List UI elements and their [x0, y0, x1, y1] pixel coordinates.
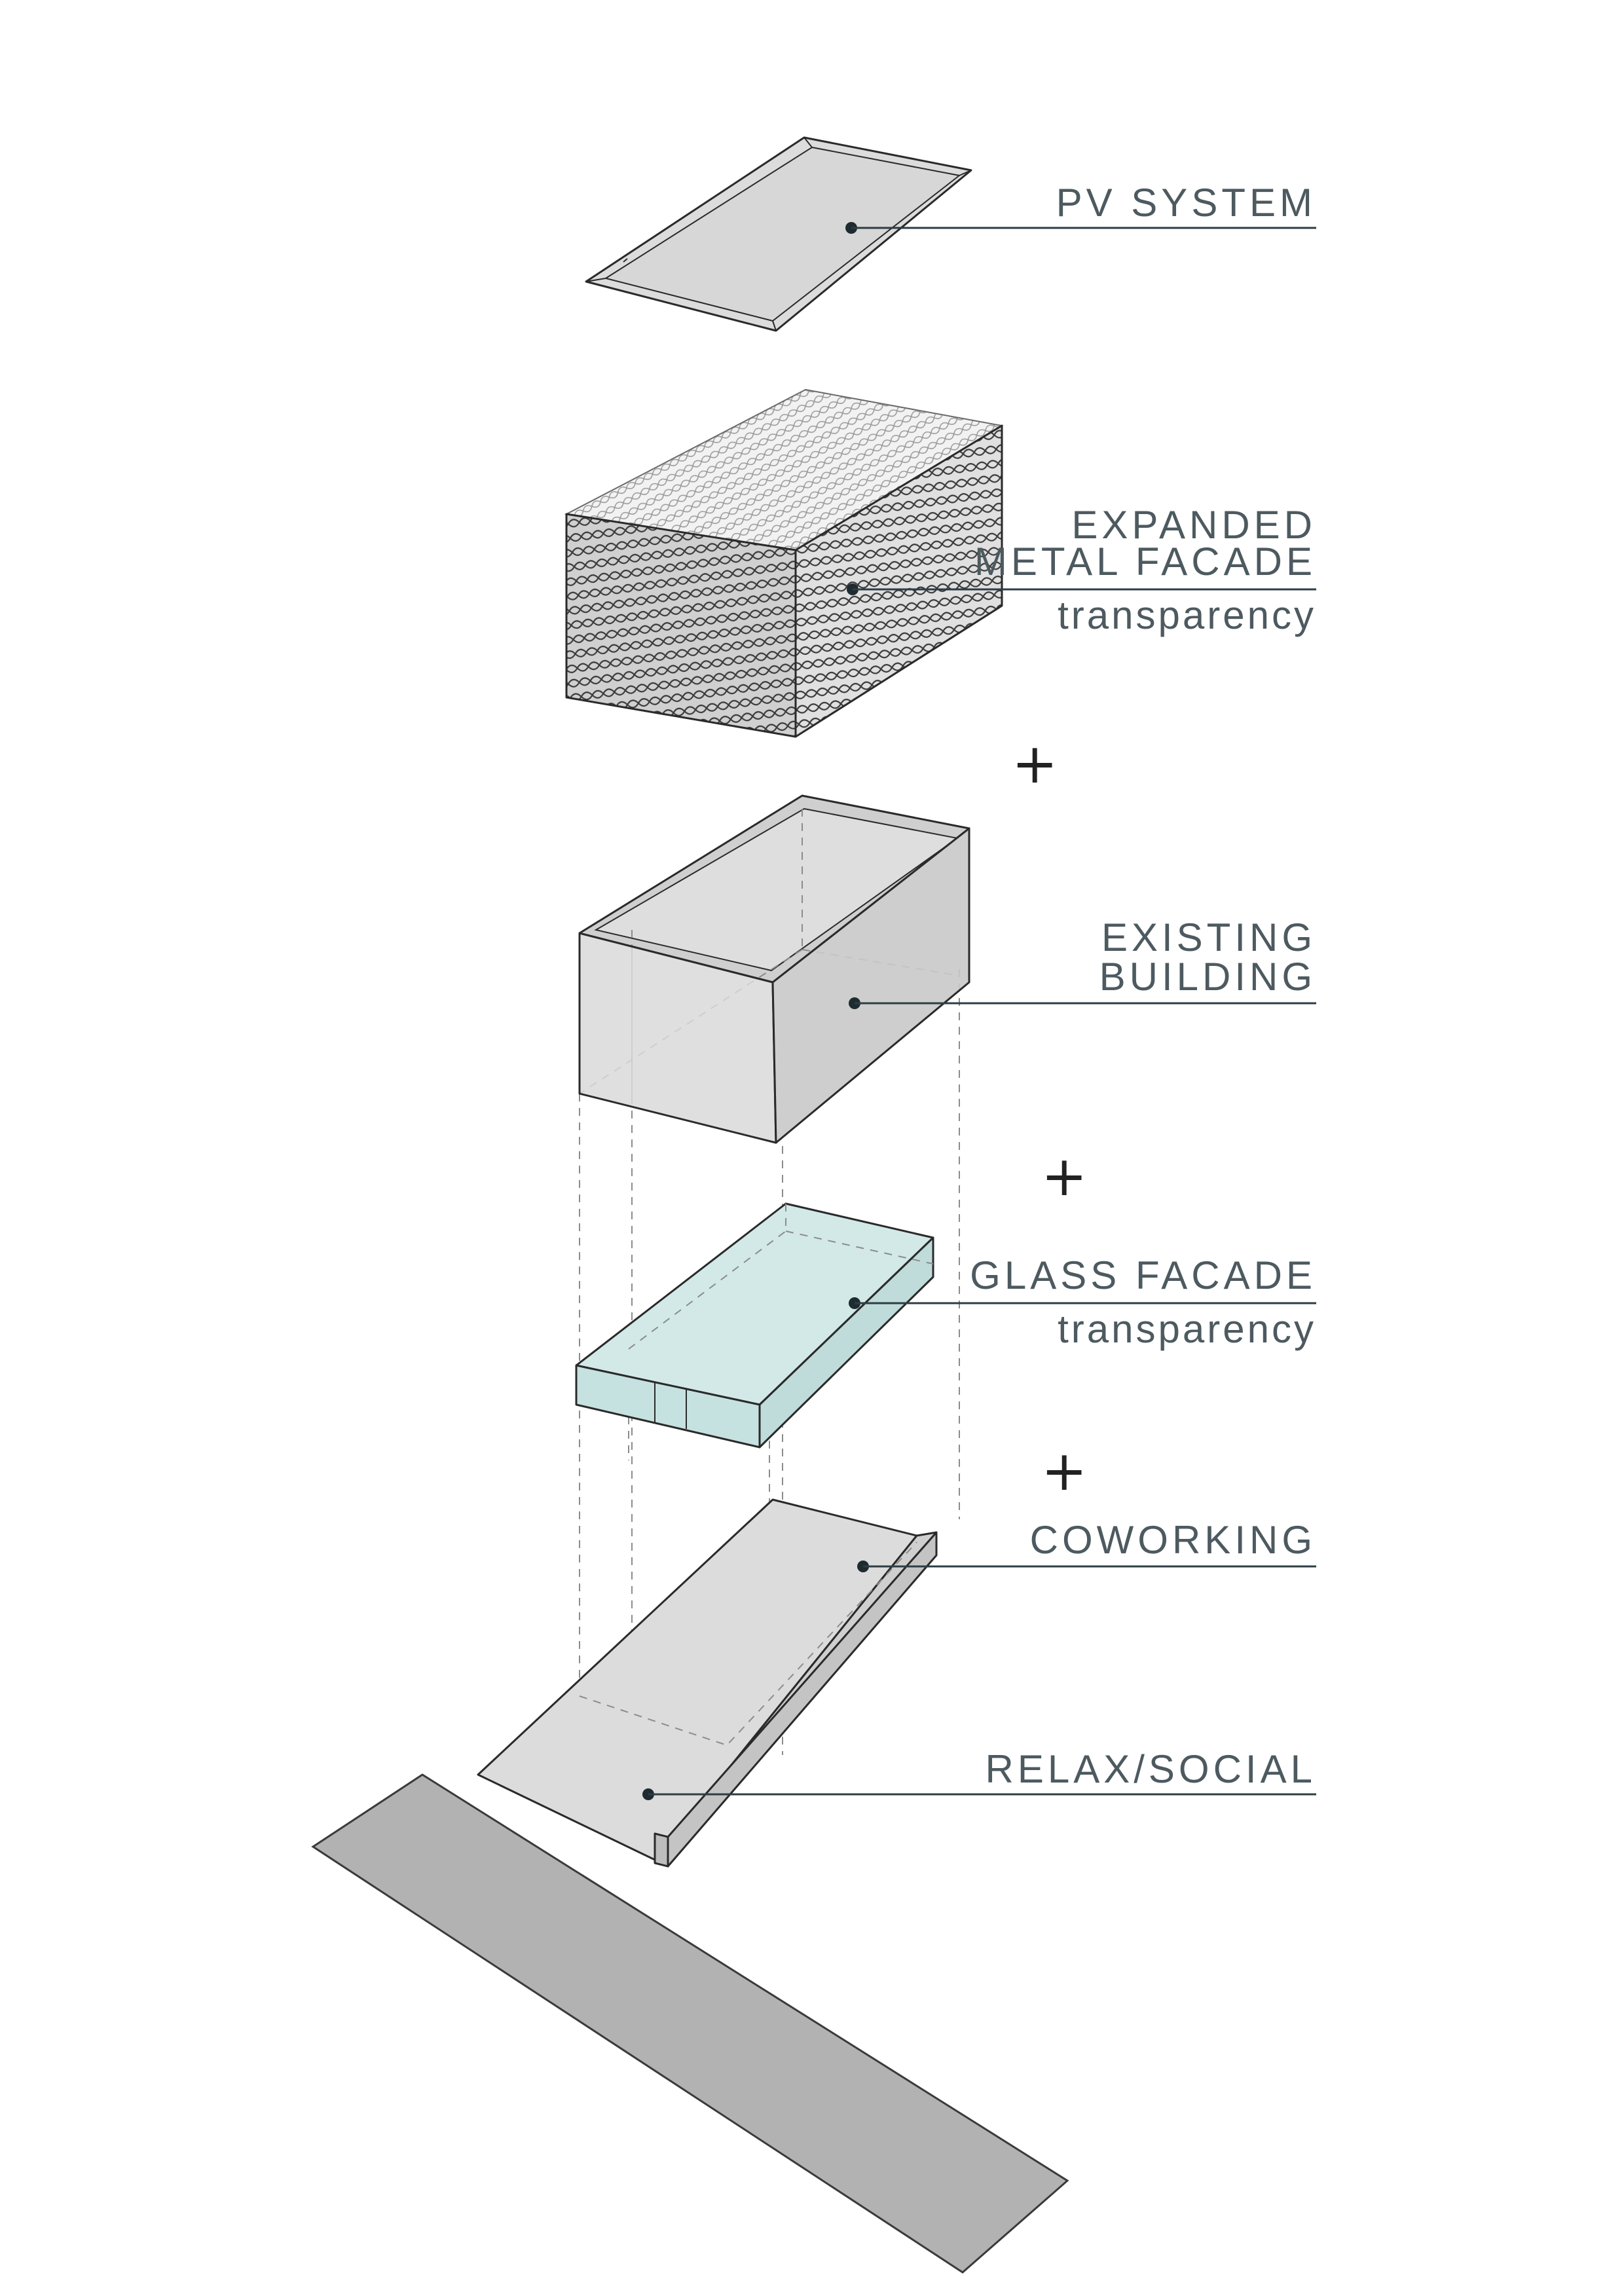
metal-facade-sublabel: transparency [1058, 593, 1316, 637]
plus-sign-2: + [1041, 1144, 1087, 1208]
glass-facade-label: GLASS FACADE [970, 1253, 1316, 1297]
coworking-relax-layer [477, 1498, 938, 1868]
label-existing-building: EXISTING BUILDING [849, 915, 1316, 1009]
label-coworking: COWORKING [857, 1518, 1316, 1572]
plus-sign-1: + [1012, 731, 1058, 796]
existing-building-label-line1: EXISTING [1101, 915, 1316, 959]
label-relax-social: RELAX/SOCIAL [642, 1747, 1316, 1800]
plus-sign-3: + [1041, 1439, 1087, 1503]
coworking-label: COWORKING [1030, 1518, 1316, 1562]
label-expanded-metal-facade: EXPANDED METAL FACADE transparency [847, 503, 1316, 637]
glass-facade-sublabel: transparency [1058, 1307, 1316, 1351]
metal-facade-label-line1: EXPANDED [1071, 503, 1316, 547]
expanded-metal-facade-layer [564, 388, 1004, 738]
existing-building-label-line2: BUILDING [1099, 955, 1316, 999]
pv-system-layer [585, 136, 972, 332]
existing-building-layer [578, 794, 970, 1144]
glass-facade-layer [575, 1202, 934, 1449]
relax-social-label: RELAX/SOCIAL [985, 1747, 1316, 1791]
metal-facade-label-line2: METAL FACADE [974, 540, 1316, 583]
label-glass-facade: GLASS FACADE transparency [849, 1253, 1316, 1351]
label-pv-system: PV SYSTEM [845, 181, 1316, 234]
ground-plane [311, 1773, 1069, 2274]
pv-system-label: PV SYSTEM [1056, 181, 1316, 225]
